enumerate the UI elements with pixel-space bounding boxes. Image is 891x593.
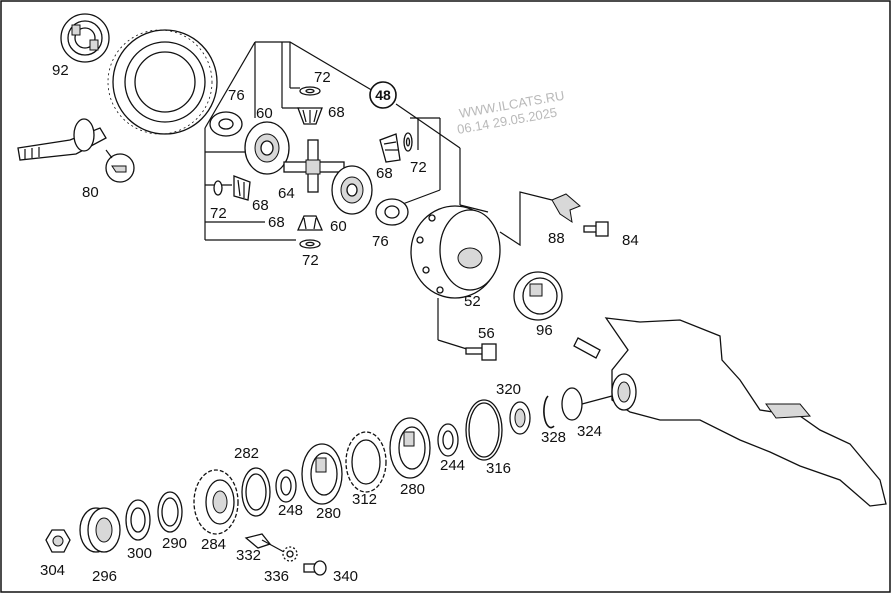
label-300[interactable]: 300	[127, 545, 152, 562]
label-56[interactable]: 56	[478, 325, 495, 342]
part-300-ring[interactable]	[125, 499, 151, 541]
part-304-nut[interactable]	[45, 529, 71, 553]
part-84-bolt[interactable]	[583, 221, 609, 237]
part-72-washer-bottom[interactable]	[299, 239, 321, 249]
part-72-washer-left[interactable]	[213, 180, 223, 196]
label-284[interactable]: 284	[201, 536, 226, 553]
part-324-seal-ring[interactable]	[561, 387, 613, 421]
label-320[interactable]: 320	[496, 381, 521, 398]
part-332-lock-plate[interactable]	[244, 533, 285, 553]
part-280-bearing-right[interactable]	[389, 417, 431, 479]
part-76-thrust-washer-right[interactable]	[375, 198, 409, 226]
part-336-gear-washer[interactable]	[282, 546, 298, 562]
label-76b[interactable]: 76	[372, 233, 389, 250]
label-312[interactable]: 312	[352, 491, 377, 508]
part-56-bolt[interactable]	[437, 298, 497, 361]
part-72-washer-top[interactable]	[299, 86, 321, 96]
label-328[interactable]: 328	[541, 429, 566, 446]
label-88[interactable]: 88	[548, 230, 565, 247]
part-60-side-gear-right[interactable]	[331, 165, 373, 215]
part-76-thrust-washer[interactable]	[209, 111, 243, 137]
part-340-bolt[interactable]	[303, 560, 327, 576]
label-76a[interactable]: 76	[228, 87, 245, 104]
part-320-bearing[interactable]	[509, 401, 531, 435]
leader-88	[499, 191, 553, 247]
label-68d[interactable]: 68	[268, 214, 285, 231]
label-72d[interactable]: 72	[302, 252, 319, 269]
callout-48[interactable]: 48	[369, 81, 397, 109]
part-axle-housing[interactable]	[573, 317, 887, 507]
label-68a[interactable]: 68	[328, 104, 345, 121]
part-64-cross-shaft[interactable]	[283, 139, 345, 193]
part-290-ring[interactable]	[157, 491, 183, 533]
label-72a[interactable]: 72	[314, 69, 331, 86]
part-96-bearing[interactable]	[513, 271, 563, 321]
label-332[interactable]: 332	[236, 547, 261, 564]
part-92-bearing[interactable]	[60, 13, 110, 63]
label-60b[interactable]: 60	[330, 218, 347, 235]
label-336[interactable]: 336	[264, 568, 289, 585]
label-52[interactable]: 52	[464, 293, 481, 310]
label-96[interactable]: 96	[536, 322, 553, 339]
part-68-pinion-right[interactable]	[379, 133, 401, 163]
label-60a[interactable]: 60	[256, 105, 273, 122]
part-280-bearing-middle[interactable]	[301, 443, 343, 505]
label-316[interactable]: 316	[486, 460, 511, 477]
part-328-circlip[interactable]	[543, 395, 555, 429]
part-68-pinion-bottom[interactable]	[297, 215, 323, 231]
label-68c[interactable]: 68	[252, 197, 269, 214]
label-72c[interactable]: 72	[210, 205, 227, 222]
label-290[interactable]: 290	[162, 535, 187, 552]
part-88-bracket[interactable]	[551, 193, 581, 224]
part-60-side-gear[interactable]	[244, 121, 290, 175]
label-340[interactable]: 340	[333, 568, 358, 585]
part-296-flange[interactable]	[79, 507, 121, 553]
part-244-spacer[interactable]	[437, 423, 459, 457]
part-68-pinion-left[interactable]	[233, 175, 251, 201]
label-92[interactable]: 92	[52, 62, 69, 79]
part-80-pinion-shaft[interactable]	[17, 118, 107, 161]
part-52-differential-case[interactable]	[410, 205, 501, 299]
label-296[interactable]: 296	[92, 568, 117, 585]
label-80[interactable]: 80	[82, 184, 99, 201]
part-284-flange[interactable]	[193, 469, 239, 535]
label-244[interactable]: 244	[440, 457, 465, 474]
label-248[interactable]: 248	[278, 502, 303, 519]
label-282[interactable]: 282	[234, 445, 259, 462]
label-324[interactable]: 324	[577, 423, 602, 440]
label-280b[interactable]: 280	[316, 505, 341, 522]
wrench-icon	[105, 149, 135, 183]
label-84[interactable]: 84	[622, 232, 639, 249]
part-316-ring[interactable]	[465, 399, 503, 461]
part-ring-gear[interactable]	[107, 29, 218, 135]
callout-48-label: 48	[375, 87, 391, 103]
label-64[interactable]: 64	[278, 185, 295, 202]
label-68b[interactable]: 68	[376, 165, 393, 182]
label-72b[interactable]: 72	[410, 159, 427, 176]
part-72-washer-right[interactable]	[403, 132, 413, 152]
label-304[interactable]: 304	[40, 562, 65, 579]
label-280a[interactable]: 280	[400, 481, 425, 498]
part-312-toothed-ring[interactable]	[345, 431, 387, 493]
part-282-ring[interactable]	[241, 467, 271, 517]
part-68-pinion-top[interactable]	[297, 107, 323, 125]
kit-bracket-lines	[204, 41, 489, 241]
part-248-washer[interactable]	[275, 469, 297, 503]
